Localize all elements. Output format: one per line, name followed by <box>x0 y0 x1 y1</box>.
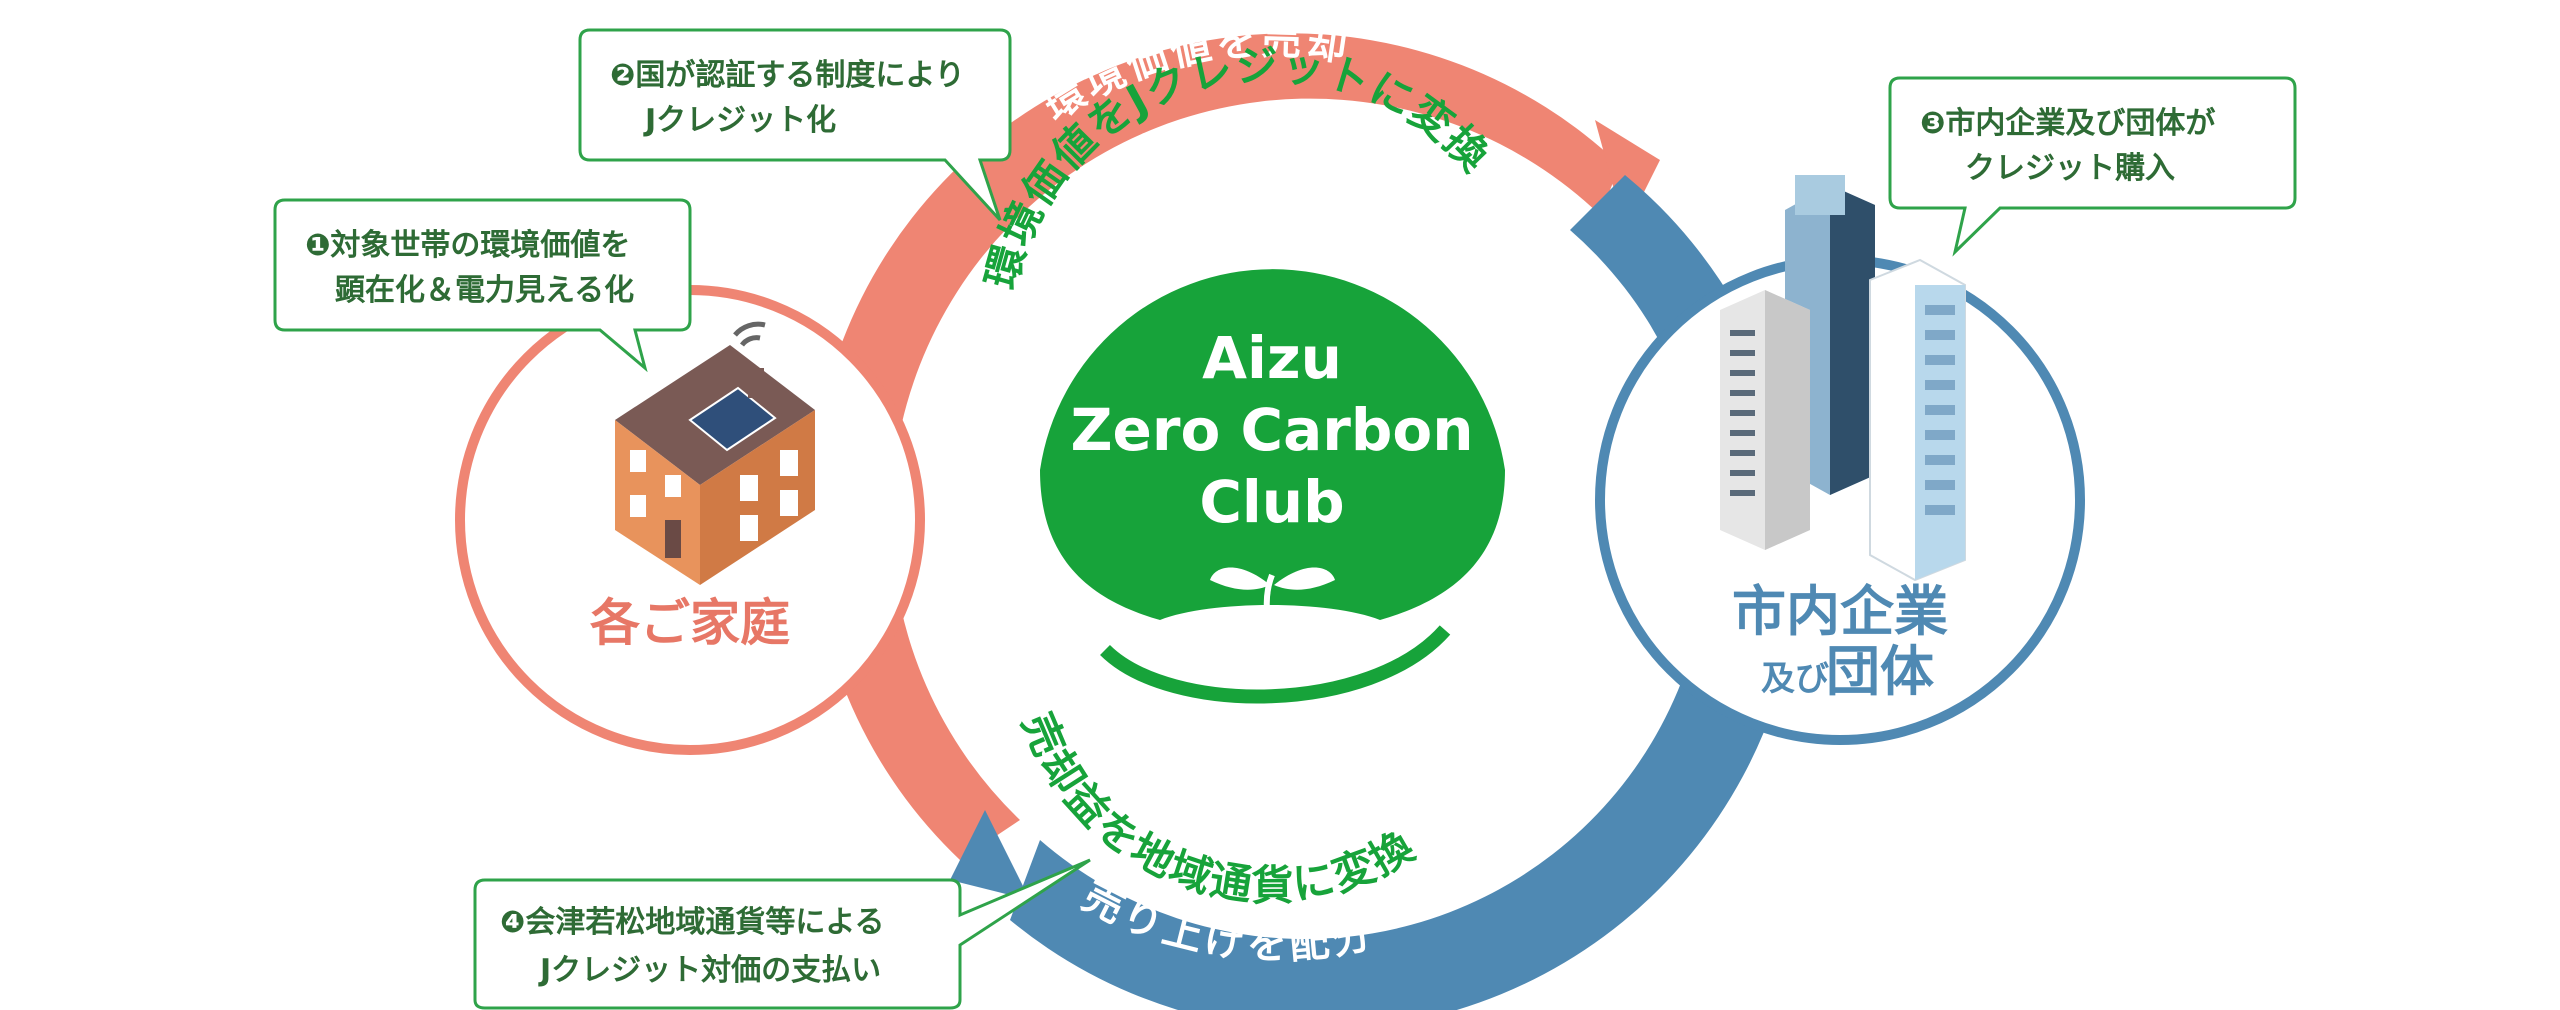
callout-3: ❸市内企業及び団体が クレジット購入 <box>1888 76 2297 257</box>
svg-text:❶対象世帯の環境価値を: ❶対象世帯の環境価値を <box>305 228 630 263</box>
callout-1-number: ❶ <box>305 228 330 263</box>
callout-3-number: ❸ <box>1920 106 1945 141</box>
logo-line-zero-carbon: Zero Carbon <box>1071 396 1474 464</box>
companies-title-groups: 団体 <box>1826 640 1934 703</box>
callout-3-line1: 市内企業及び団体が <box>1945 106 2215 141</box>
callout-4-line2: Jクレジット対価の支払い <box>538 953 881 988</box>
aizu-zero-carbon-club-logo: Aizu Zero Carbon Club <box>1040 269 1505 704</box>
callout-1-line1: 対象世帯の環境価値を <box>330 228 630 263</box>
callout-4-line1: 会津若松地域通貨等による <box>525 905 884 940</box>
logo-line-aizu: Aizu <box>1202 324 1342 392</box>
callout-2-line2: Jクレジット化 <box>643 103 836 138</box>
sell-arrow-head <box>1595 120 1660 230</box>
wifi-icon <box>733 321 766 347</box>
house-with-solar-panel-icon <box>615 321 815 585</box>
callout-2: ❷国が認証する制度により Jクレジット化 <box>578 28 1012 222</box>
sell-arrow <box>810 33 1620 861</box>
distribute-arrow <box>1010 175 1801 1010</box>
household-title: 各ご家庭 <box>590 594 790 652</box>
svg-text:❷国が認証する制度により: ❷国が認証する制度により <box>610 58 965 93</box>
svg-text:❹会津若松地域通貨等による: ❹会津若松地域通貨等による <box>500 905 885 940</box>
distribute-arrow-head <box>950 810 1030 900</box>
logo-leaf-shape <box>1040 269 1505 620</box>
cycle-ring <box>810 33 1801 1010</box>
callout-4: ❹会津若松地域通貨等による Jクレジット対価の支払い <box>473 858 1091 1010</box>
companies-node: 市内企業 及び 団体 <box>1595 175 2085 745</box>
callout-3-line2: クレジット購入 <box>1965 151 2175 186</box>
office-buildings-icon <box>1720 175 1966 582</box>
companies-title-and: 及び <box>1761 659 1829 699</box>
callout-1: ❶対象世帯の環境価値を 顕在化＆電力見える化 <box>273 198 692 373</box>
sprout-in-hands-icon <box>1100 567 1451 704</box>
household-node: 各ご家庭 <box>455 285 925 755</box>
callout-4-number: ❹ <box>500 905 525 940</box>
svg-text:❸市内企業及び団体が: ❸市内企業及び団体が <box>1920 106 2215 141</box>
callout-2-number: ❷ <box>610 58 635 93</box>
companies-title-line1: 市内企業 <box>1732 580 1948 643</box>
callout-2-line1: 国が認証する制度により <box>635 58 964 93</box>
logo-line-club: Club <box>1199 468 1344 536</box>
callout-1-line2: 顕在化＆電力見える化 <box>335 273 634 308</box>
